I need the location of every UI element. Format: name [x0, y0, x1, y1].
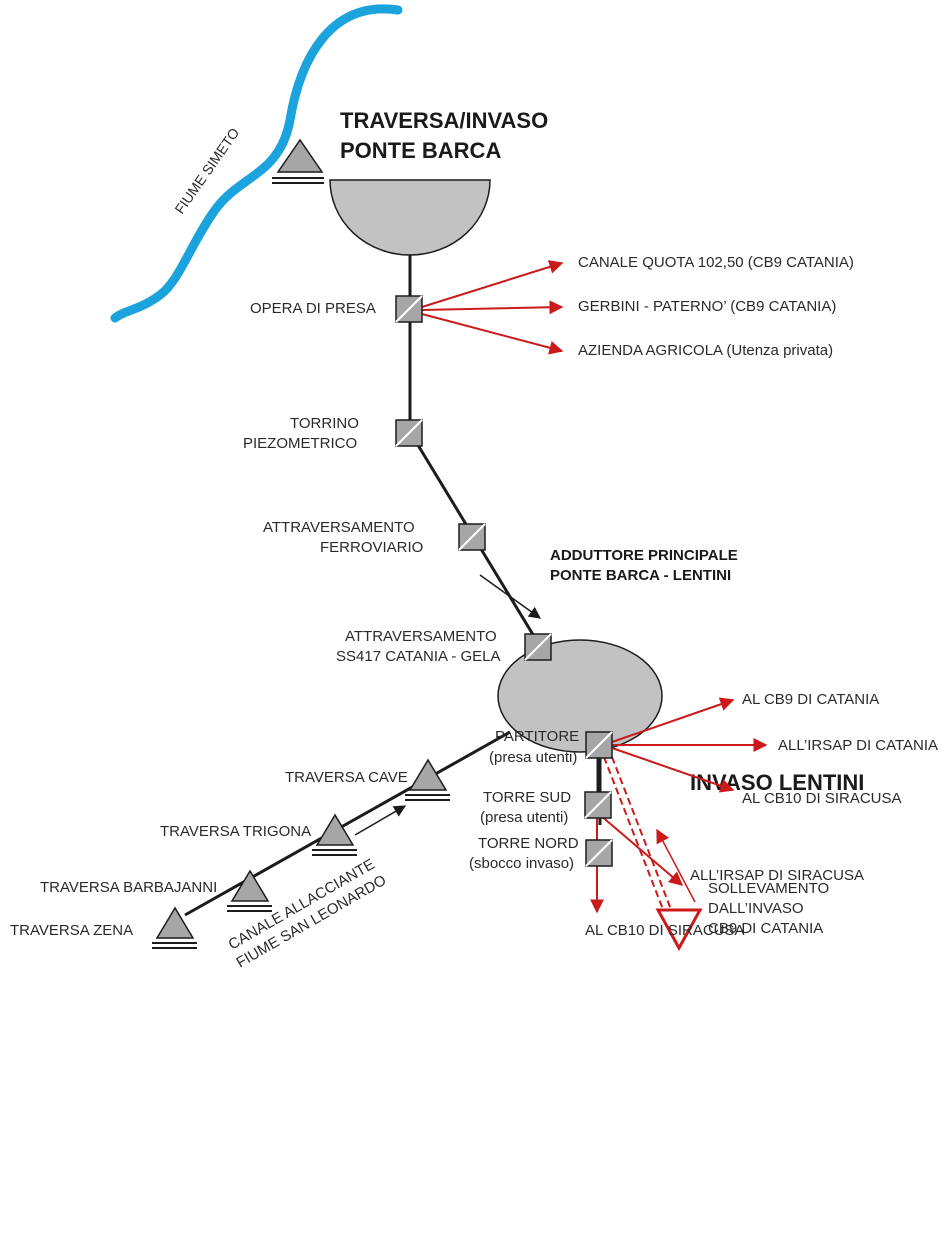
label-torre-nord-line1: TORRE NORD [478, 835, 579, 852]
sollevamento-group: SOLLEVAMENTO DALL’INVASO CB9 DI CATANIA [603, 756, 829, 952]
partitore-arrow-cb9 [611, 697, 735, 743]
sollevamento-label-line3: CB9 DI CATANIA [708, 920, 823, 937]
sollevamento-label-line1: SOLLEVAMENTO [708, 880, 829, 897]
traversa-trigona: TRAVERSA TRIGONA [160, 813, 357, 856]
river-label: FIUME SIMETO [171, 125, 242, 217]
sollevamento-pump-icon [655, 908, 703, 952]
label-ss417-line2: SS417 CATANIA - GELA [336, 648, 501, 665]
presa-output-canale: CANALE QUOTA 102,50 (CB9 CATANIA) [578, 254, 854, 271]
sollevamento-dashed-1 [603, 756, 665, 913]
traversa-trigona-icon [315, 813, 355, 846]
presa-outputs: CANALE QUOTA 102,50 (CB9 CATANIA) GERBIN… [421, 254, 854, 359]
presa-arrow-gerbini [421, 300, 564, 315]
sollevamento-label-line2: DALL’INVASO [708, 900, 804, 917]
valve-torre-nord [585, 839, 613, 867]
traversa-trigona-label: TRAVERSA TRIGONA [160, 823, 311, 840]
label-ferro-line2: FERROVIARIO [320, 539, 423, 556]
label-ferro-line1: ATTRAVERSAMENTO [263, 519, 415, 536]
torre-sud-output-irsap: ALL’IRSAP DI SIRACUSA [690, 867, 864, 884]
label-partitore-line2: (presa utenti) [489, 749, 577, 766]
torre-sud-output-cb10: AL CB10 DI SIRACUSA [585, 922, 745, 939]
label-opera-presa: OPERA DI PRESA [250, 300, 376, 317]
valve-partitore [585, 731, 613, 759]
presa-output-gerbini: GERBINI - PATERNO’ (CB9 CATANIA) [578, 298, 836, 315]
presa-arrow-canale [421, 260, 564, 308]
traversa-zena-icon [155, 906, 195, 939]
label-torre-sud-line2: (presa utenti) [480, 809, 568, 826]
adduttore-label-line1: ADDUTTORE PRINCIPALE [550, 547, 738, 564]
valve-ferroviario [458, 523, 486, 551]
partitore-output-cb9: AL CB9 DI CATANIA [742, 691, 879, 708]
traversa-barbajanni-label: TRAVERSA BARBAJANNI [40, 879, 217, 896]
adduttore-label-line2: PONTE BARCA - LENTINI [550, 567, 731, 584]
valve-opera-presa [395, 295, 423, 323]
reservoir-title-line2: PONTE BARCA [340, 138, 501, 163]
label-partitore-line1: PARTITORE [495, 728, 579, 745]
traversa-cave-icon [408, 758, 448, 791]
traversa-barbajanni: TRAVERSA BARBAJANNI [40, 869, 272, 912]
canale-allacciante [184, 730, 511, 917]
label-torrino-line1: TORRINO [290, 415, 359, 432]
valve-torre-sud [584, 791, 612, 819]
reservoir-title-line1: TRAVERSA/INVASO [340, 108, 548, 133]
traversa-cave-label: TRAVERSA CAVE [285, 769, 408, 786]
torre-sud-arrow-irsap [599, 814, 684, 886]
presa-output-azienda: AZIENDA AGRICOLA (Utenza privata) [578, 342, 833, 359]
reservoir-lentini [497, 639, 663, 753]
partitore-outputs: AL CB9 DI CATANIA ALL’IRSAP DI CATANIA A… [611, 691, 938, 807]
traversa-zena: TRAVERSA ZENA [10, 906, 197, 949]
label-ss417-line1: ATTRAVERSAMENTO [345, 628, 497, 645]
partitore-output-irsap: ALL’IRSAP DI CATANIA [778, 737, 938, 754]
canale-flow-arrow [354, 805, 407, 836]
valve-torrino [395, 419, 423, 447]
valve-ss417 [524, 633, 552, 661]
partitore-arrow-cb10 [611, 747, 735, 793]
label-torre-nord-line2: (sbocco invaso) [469, 855, 574, 872]
main-pipeline [408, 255, 602, 825]
reservoir-ponte-barca [329, 179, 491, 256]
river-simeto [110, 4, 403, 323]
traversa-zena-label: TRAVERSA ZENA [10, 922, 133, 939]
partitore-output-cb10: AL CB10 DI SIRACUSA [742, 790, 902, 807]
dam-icon-ponte-barca [272, 138, 324, 184]
traversa-cave: TRAVERSA CAVE [285, 758, 450, 801]
sollevamento-dashed-2 [611, 756, 673, 913]
presa-arrow-azienda [421, 313, 564, 355]
traversa-barbajanni-icon [230, 869, 270, 902]
label-torrino-line2: PIEZOMETRICO [243, 435, 357, 452]
sollevamento-flow-arrow [656, 828, 696, 903]
label-torre-sud-line1: TORRE SUD [483, 789, 571, 806]
adduttore-flow-arrow [479, 574, 541, 619]
